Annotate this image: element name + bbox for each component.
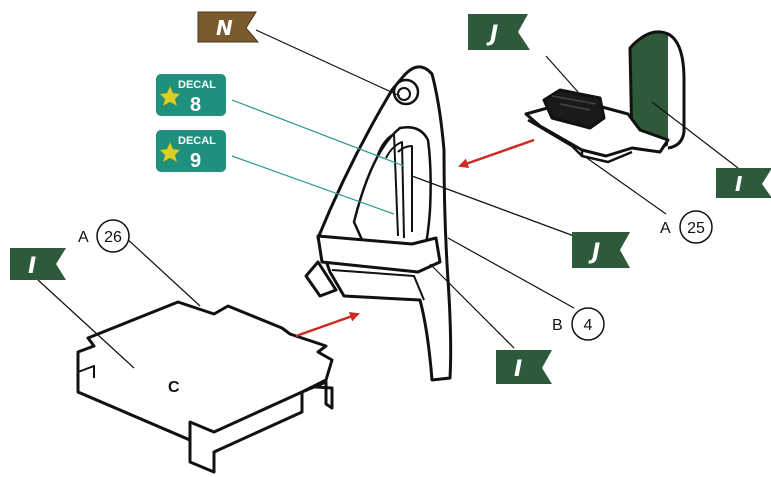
flag-i-left-label: I	[28, 254, 36, 279]
flag-n: N	[198, 12, 258, 42]
part-ref-a26-number: 26	[104, 229, 122, 246]
seat-frame-part	[306, 67, 451, 380]
arrow-base	[296, 314, 358, 336]
part-ref-b4-number: 4	[584, 317, 593, 334]
decal-9-label: DECAL	[178, 135, 216, 147]
flag-j-middle: J	[572, 232, 630, 268]
flag-i-bottom-label: I	[514, 357, 522, 382]
part-ref-a26: A 26	[78, 220, 129, 252]
part-ref-b4: B 4	[552, 308, 604, 340]
flag-n-label: N	[216, 16, 233, 40]
flag-i-left: I	[10, 248, 66, 280]
part-ref-a25-letter: A	[660, 220, 671, 237]
flag-j-top: J	[468, 14, 530, 50]
flag-i-right: I	[716, 168, 771, 198]
flag-i-bottom: I	[496, 350, 552, 384]
part-ref-b4-letter: B	[552, 317, 563, 334]
part-ref-a25: A 25	[660, 211, 712, 243]
decal-9-number: 9	[190, 150, 201, 172]
decal-8-label: DECAL	[178, 79, 216, 91]
decal-badge-8: DECAL 8	[156, 74, 226, 116]
arrow-bracket	[460, 140, 534, 166]
flag-i-right-label: I	[735, 172, 743, 196]
bracket-part	[526, 32, 684, 162]
decal-8-number: 8	[190, 94, 201, 116]
part-ref-a25-number: 25	[687, 220, 705, 237]
part-ref-a26-letter: A	[78, 229, 89, 246]
base-plate-part	[78, 302, 332, 472]
base-mark-label: C	[168, 379, 180, 396]
decal-badge-9: DECAL 9	[156, 130, 226, 172]
